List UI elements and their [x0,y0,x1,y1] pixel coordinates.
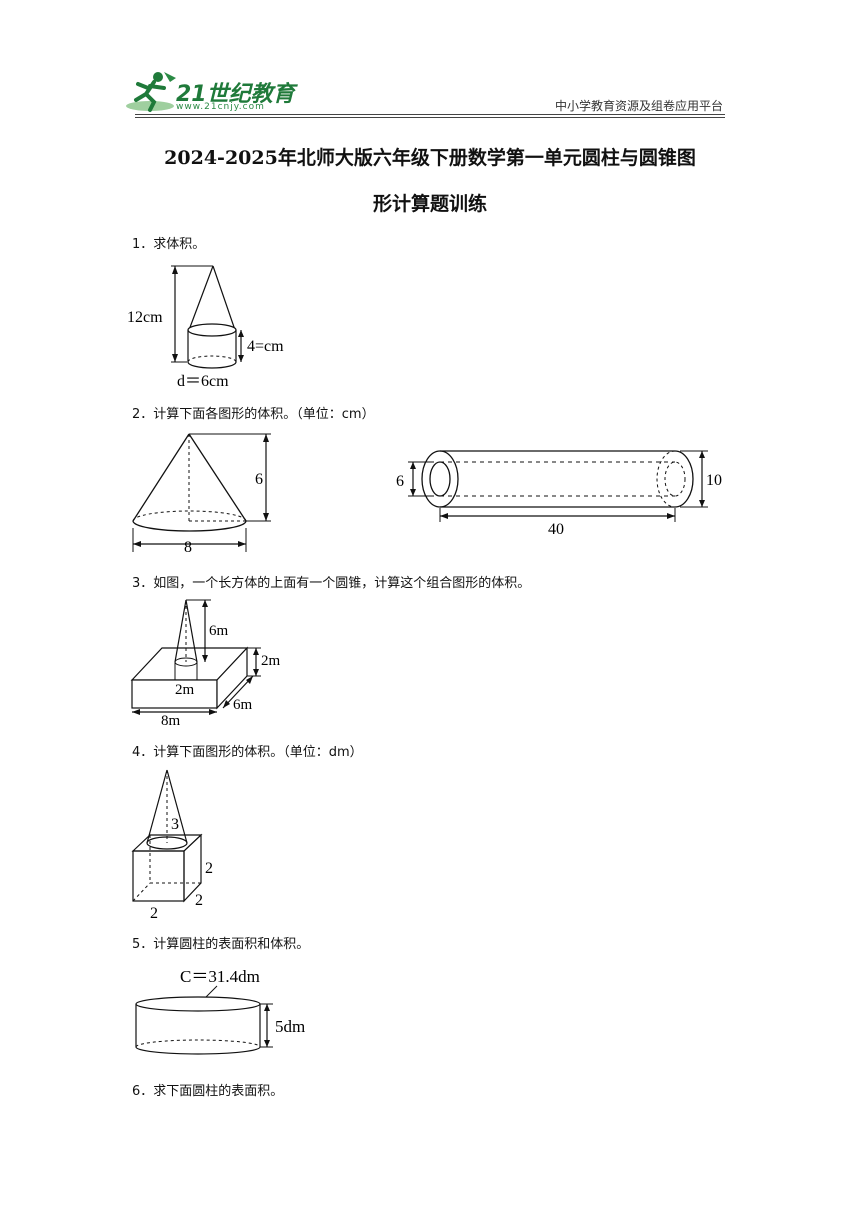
label-box-width: 6m [233,697,253,713]
label-cone-height: 6 [255,471,263,488]
label-pipe-length: 40 [548,521,564,538]
figure-cone-on-cuboid: 2m 6m 2m 8m 6m [130,599,281,726]
label-diameter: d＝6cm [177,373,229,390]
question-3: 3．如图，一个长方体的上面有一个圆锥，计算这个组合图形的体积。 [132,576,531,591]
label-cone-height-4: 3 [171,816,179,833]
label-cone-base: 8 [184,539,192,556]
label-total-height: 12cm [127,309,163,326]
label-cylinder-height: 4=cm [247,338,284,355]
figure-cylinder: C＝31.4dm 5dm [135,967,305,1055]
platform-label: 中小学教育资源及组卷应用平台 [554,99,723,113]
label-cube-side: 2 [195,892,203,909]
question-5: 5．计算圆柱的表面积和体积。 [132,937,310,952]
label-cylinder-height-5: 5dm [275,1017,305,1036]
label-cone-diameter: 2m [175,682,195,698]
figure-cone-on-cylinder: 12cm 4=cm d＝6cm [127,265,284,390]
label-pipe-inner: 6 [396,473,404,490]
figure-pipe: 6 10 40 [396,450,722,538]
logo-text: 21世纪教育 [176,82,295,107]
label-pipe-outer: 10 [706,472,722,489]
question-1: 1．求体积。 [132,237,206,252]
label-cone-height-3: 6m [209,623,229,639]
page-title-line1: 2024-2025年北师大版六年级下册数学第一单元圆柱与圆锥图 [164,147,696,169]
label-box-length: 8m [161,713,181,726]
figure-cone: 6 8 [132,433,271,556]
logo-url: www.21cnjy.com [176,102,265,112]
label-cube-front: 2 [150,905,158,922]
label-box-height: 2m [261,653,281,669]
running-man-logo-icon [126,72,176,112]
question-6: 6．求下面圆柱的表面积。 [132,1084,284,1099]
header-rule-thin [135,117,725,118]
label-circumference: C＝31.4dm [180,967,260,986]
question-4: 4．计算下面图形的体积。（单位：dm） [132,745,363,760]
question-2: 2．计算下面各图形的体积。（单位：cm） [132,407,375,422]
page-title-line2: 形计算题训练 [372,193,487,215]
header-rule [135,114,725,115]
label-cube-height: 2 [205,860,213,877]
figure-cone-on-cube: 3 2 2 2 [131,769,213,922]
